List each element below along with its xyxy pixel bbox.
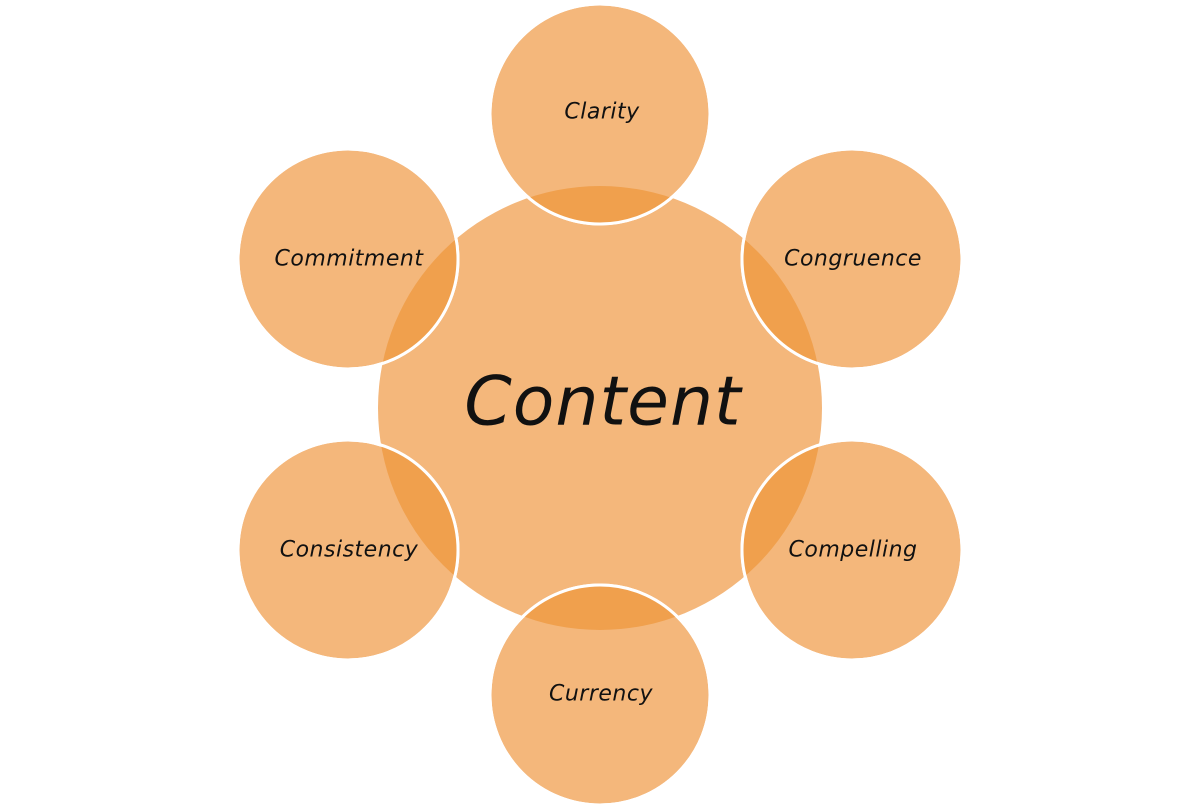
label-consistency: Consistency	[280, 538, 419, 563]
satellite-outlines	[236, 2, 964, 807]
label-commitment: Commitment	[275, 247, 425, 272]
center-label: Content	[464, 363, 743, 442]
outline-clarity	[488, 2, 712, 226]
outline-consistency	[236, 438, 460, 662]
outline-currency	[488, 583, 712, 807]
label-currency: Currency	[549, 682, 653, 707]
center-circle	[378, 186, 822, 630]
outline-commitment	[236, 147, 460, 371]
label-clarity: Clarity	[564, 100, 640, 125]
outline-compelling	[740, 438, 964, 662]
outline-congruence	[740, 147, 964, 371]
label-compelling: Compelling	[789, 538, 918, 563]
label-congruence: Congruence	[784, 247, 922, 272]
